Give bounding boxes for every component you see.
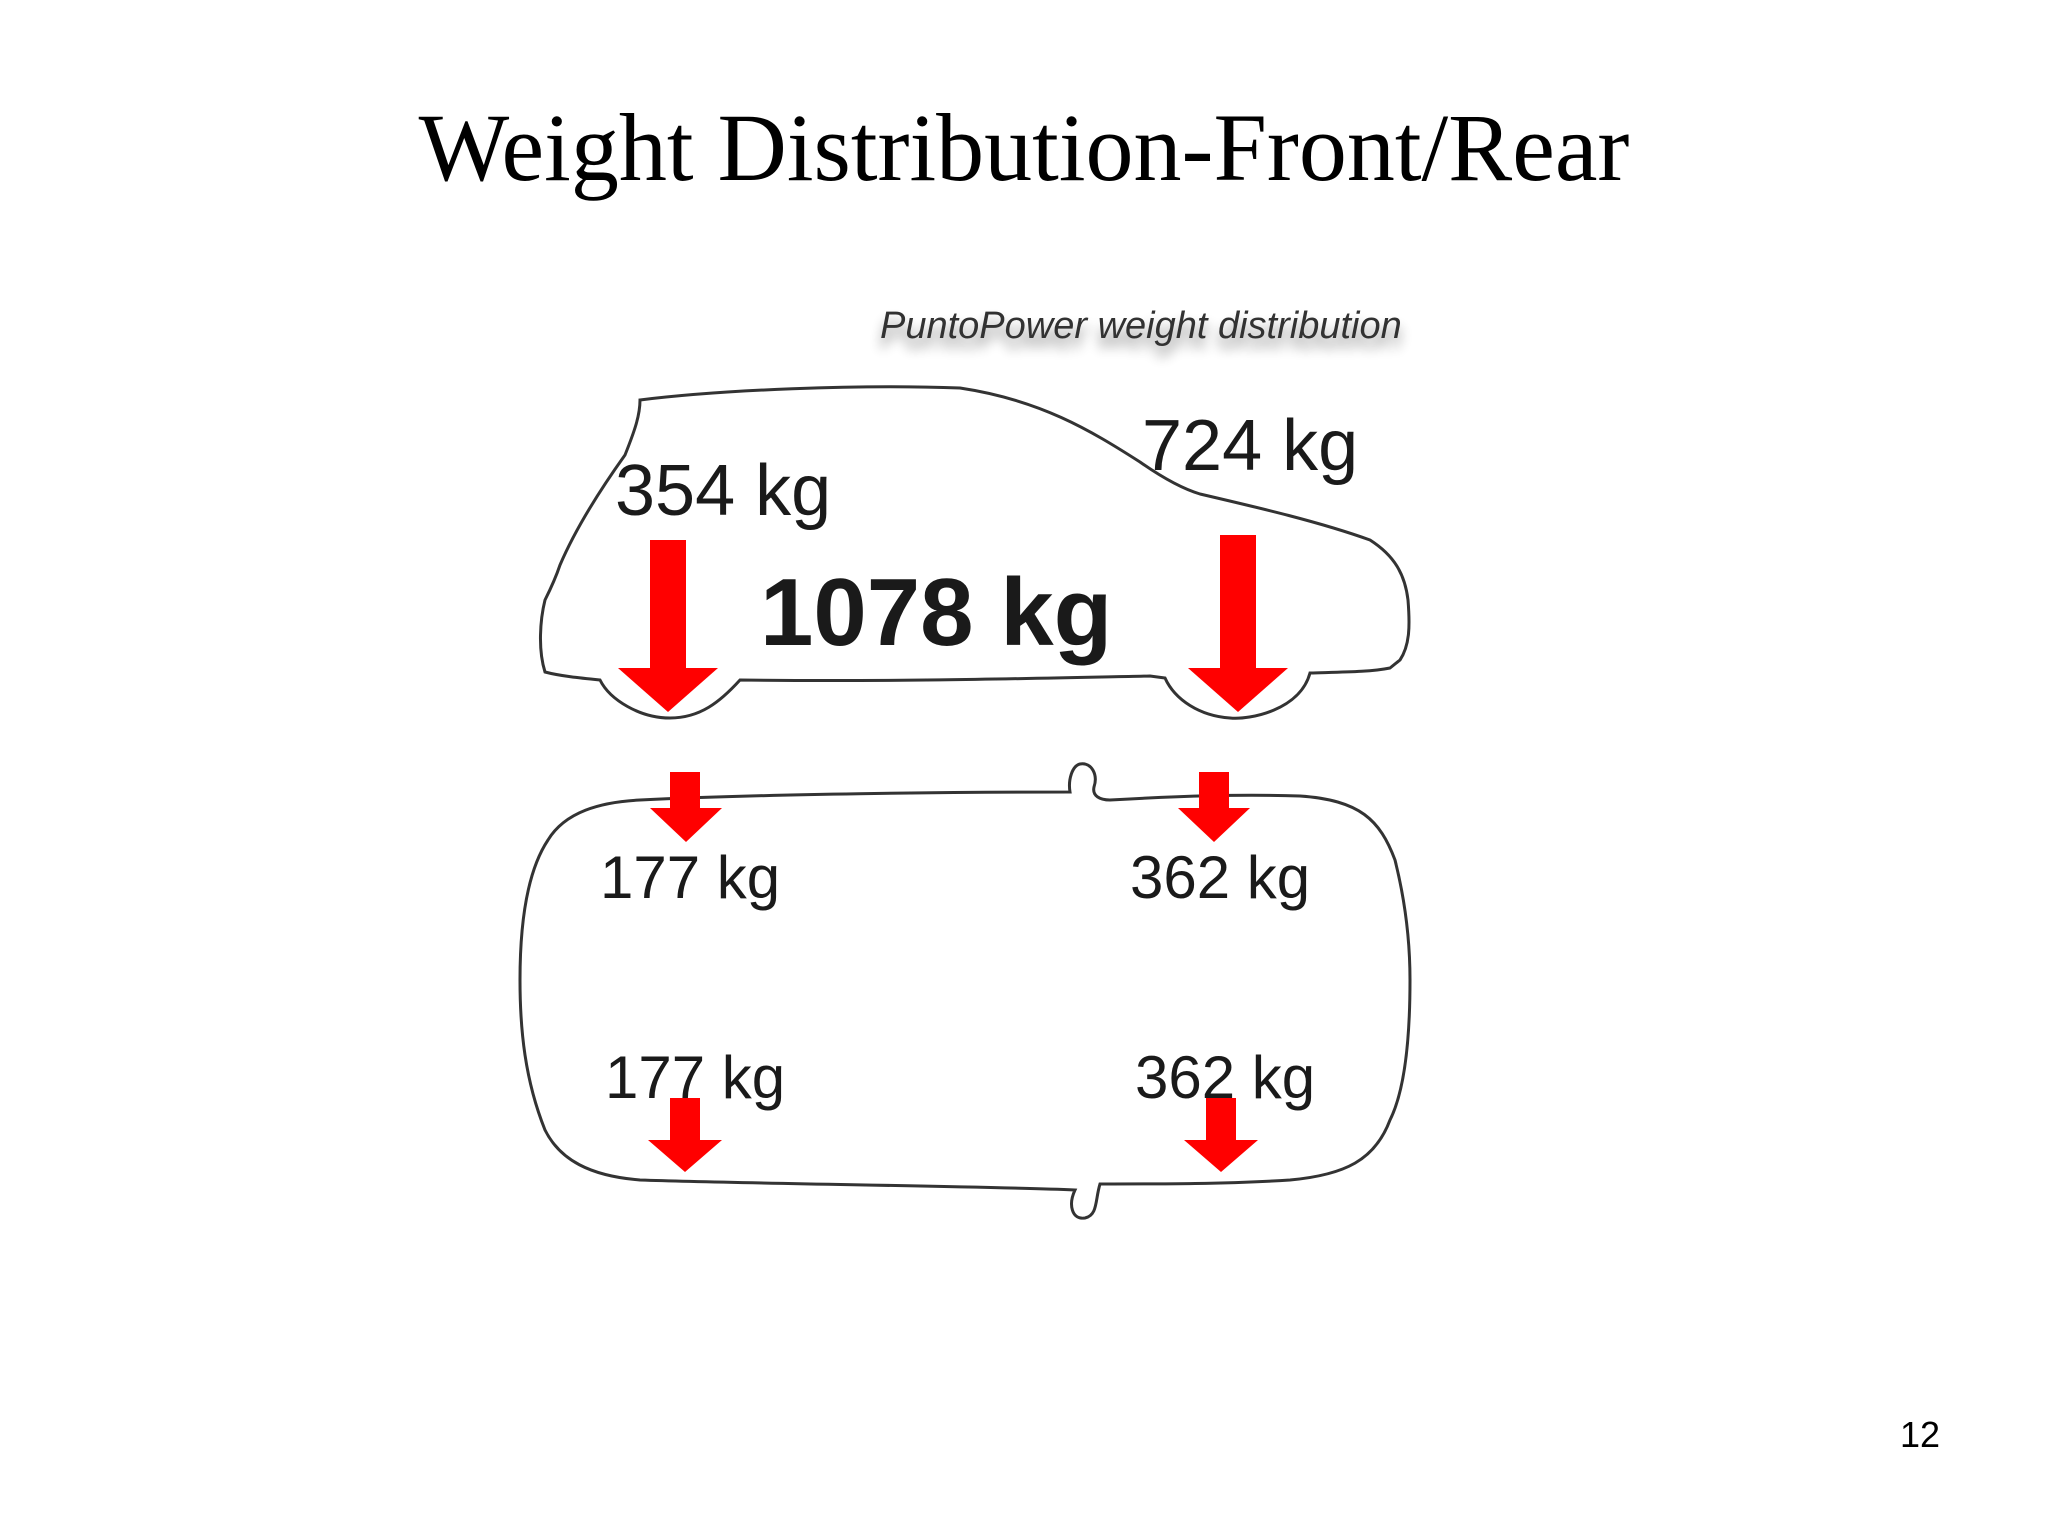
front-left-wheel-label: 177 kg bbox=[600, 844, 780, 911]
rear-right-wheel-label: 362 kg bbox=[1135, 1044, 1315, 1111]
front-left-wheel-arrow bbox=[650, 772, 722, 842]
front-axle-label: 354 kg bbox=[615, 451, 831, 531]
rear-axle-label: 724 kg bbox=[1142, 406, 1358, 486]
car-side-outline bbox=[538, 385, 1411, 720]
figure-caption: PuntoPower weight distribution bbox=[880, 305, 1402, 347]
rear-right-wheel-arrow bbox=[1184, 1098, 1258, 1172]
page-number: 12 bbox=[1899, 1414, 1940, 1455]
front-axle-arrow bbox=[618, 540, 718, 712]
front-right-wheel-arrow bbox=[648, 1098, 722, 1172]
rear-left-wheel-arrow bbox=[1178, 772, 1250, 842]
total-weight-label: 1078 kg bbox=[760, 559, 1112, 666]
rear-axle-arrow bbox=[1188, 535, 1288, 712]
front-right-wheel-label: 177 kg bbox=[605, 1044, 785, 1111]
car-top-outline bbox=[518, 762, 1412, 1220]
rear-left-wheel-label: 362 kg bbox=[1130, 844, 1310, 911]
slide-title: Weight Distribution-Front/Rear bbox=[418, 94, 1630, 201]
